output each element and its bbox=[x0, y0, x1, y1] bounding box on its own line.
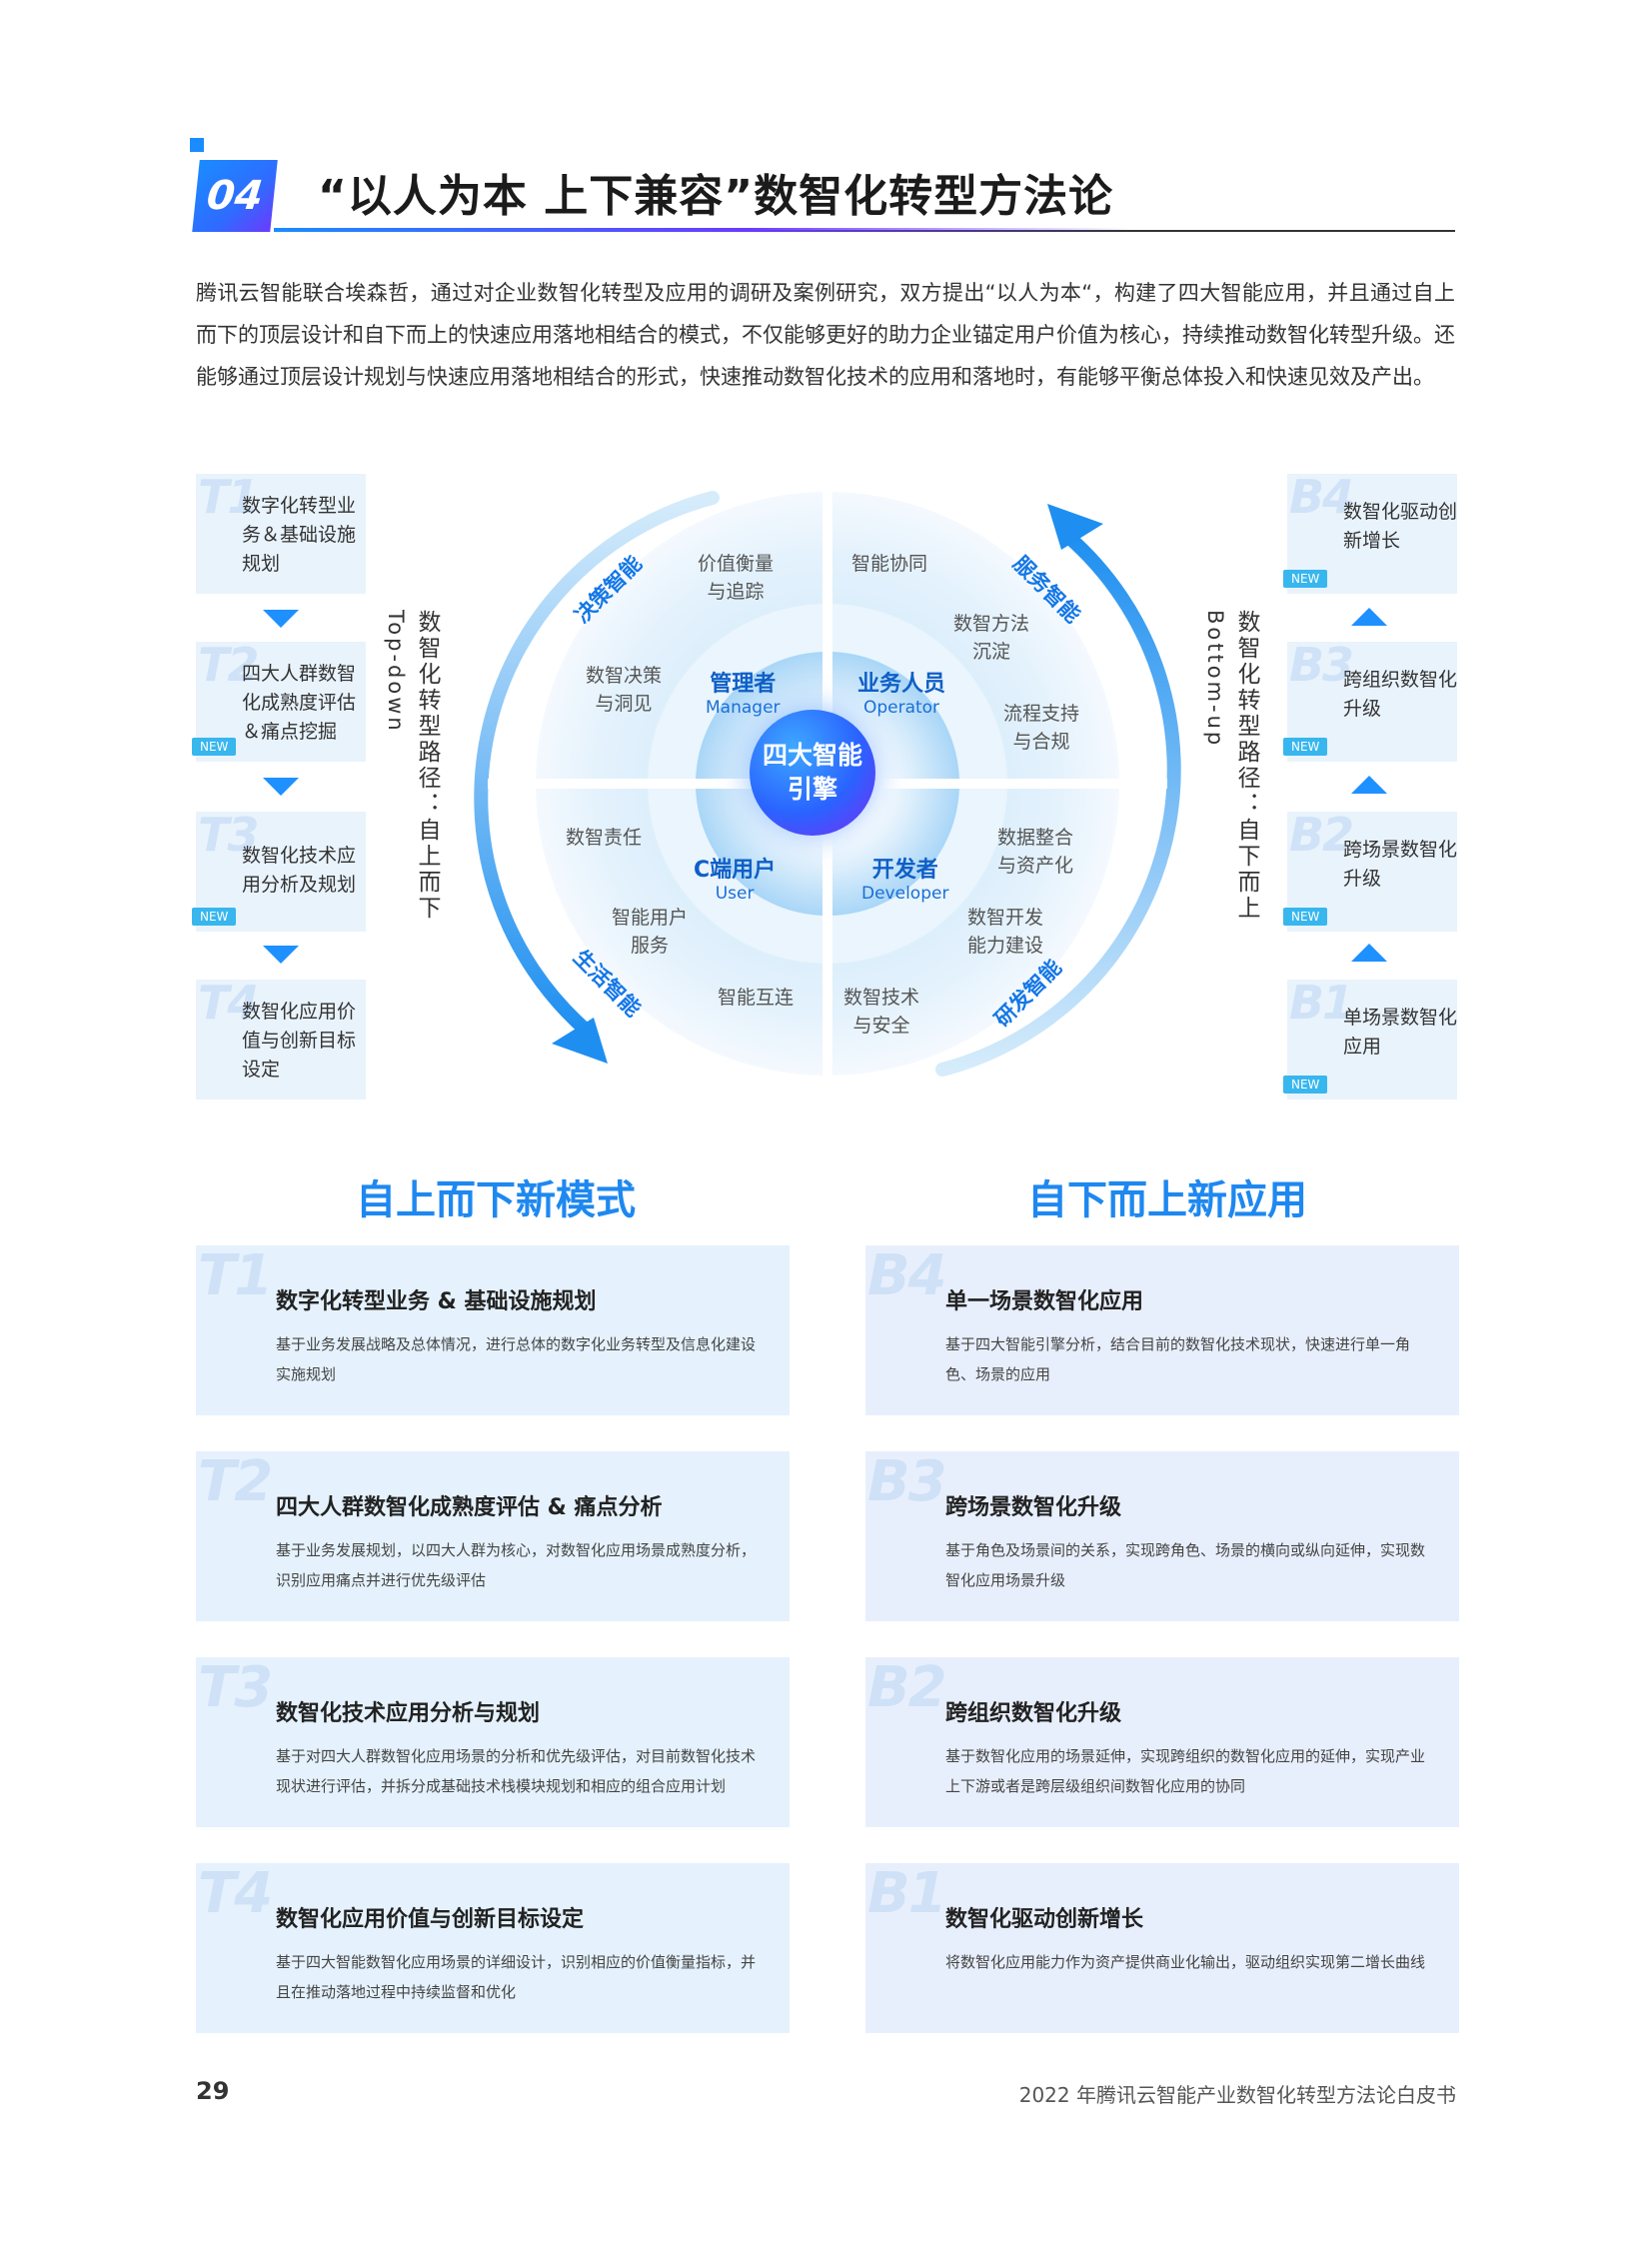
card-code: B1 bbox=[867, 1861, 947, 1926]
card-desc: 基于角色及场景间的关系，实现跨角色、场景的横向或纵向延伸，实现数智化应用场景升级 bbox=[945, 1541, 1426, 1589]
arrow-down-icon bbox=[263, 778, 299, 796]
right-path-label-cn: 数智化转型路径：自下而上 bbox=[1233, 610, 1259, 922]
step-code: B2 bbox=[1289, 808, 1354, 862]
step-code: T2 bbox=[198, 638, 259, 692]
card-code: T2 bbox=[198, 1449, 273, 1514]
card-code: B3 bbox=[867, 1449, 947, 1514]
four-engine-wheel: 决策智能 服务智能 生活智能 研发智能 价值衡量与追踪 数智决策与洞见 智能协同… bbox=[448, 444, 1207, 1123]
section-title: “以人为本 上下兼容”数智化转型方法论 bbox=[318, 171, 1114, 222]
step-text: 四大人群数智化成熟度评估＆痛点挖掘 bbox=[242, 663, 357, 743]
wheel-item: 价值衡量与追踪 bbox=[698, 553, 775, 603]
wheel-item: 智能用户服务 bbox=[612, 907, 689, 957]
card-t4: T4 数智化应用价值与创新目标设定 基于四大智能数智化应用场景的详细设计，识别相… bbox=[196, 1861, 790, 2033]
card-code: B4 bbox=[867, 1243, 947, 1308]
step-code: T3 bbox=[198, 808, 259, 862]
step-text: 数智化技术应用分析及规划 bbox=[242, 845, 357, 896]
right-step-b1: B1 单场景数智化应用 NEW bbox=[1283, 976, 1457, 1100]
card-b2: B2 跨组织数智化升级 基于数智化应用的场景延伸，实现跨组织的数智化应用的延伸，… bbox=[865, 1655, 1459, 1827]
card-title: 数字化转型业务 & 基础设施规划 bbox=[276, 1289, 597, 1314]
wheel-item: 流程支持与合规 bbox=[1003, 703, 1080, 753]
card-desc: 基于对四大人群数智化应用场景的分析和优先级评估，对目前数智化技术现状进行评估，并… bbox=[276, 1747, 757, 1795]
section-badge-corner bbox=[190, 138, 204, 152]
page-number: 29 bbox=[196, 2077, 230, 2105]
card-code: B2 bbox=[867, 1655, 947, 1720]
new-tag: NEW bbox=[1283, 738, 1328, 756]
card-desc: 基于业务发展规划，以四大人群为核心，对数智化应用场景成熟度分析，识别应用痛点并进… bbox=[276, 1541, 757, 1589]
card-desc: 将数智化应用能力作为资产提供商业化输出，驱动组织实现第二增长曲线 bbox=[945, 1953, 1426, 1971]
card-code: T1 bbox=[198, 1243, 273, 1308]
wheel-item: 数智技术与安全 bbox=[843, 987, 920, 1037]
card-t3: T3 数智化技术应用分析与规划 基于对四大人群数智化应用场景的分析和优先级评估，… bbox=[196, 1655, 790, 1827]
document-title: 2022 年腾讯云智能产业数智化转型方法论白皮书 bbox=[1018, 2083, 1456, 2107]
wheel-item: 数据整合与资产化 bbox=[997, 827, 1074, 877]
card-desc: 基于四大智能引擎分析，结合目前的数智化技术现状，快速进行单一角色、场景的应用 bbox=[945, 1335, 1411, 1383]
new-tag: NEW bbox=[192, 738, 237, 756]
card-title: 四大人群数智化成熟度评估 & 痛点分析 bbox=[276, 1495, 663, 1520]
left-step-t2: T2 四大人群数智化成熟度评估＆痛点挖掘 NEW bbox=[192, 638, 366, 762]
left-path-label-cn: 数智化转型路径：自上而下 bbox=[414, 610, 440, 922]
step-code: B3 bbox=[1289, 638, 1354, 692]
card-title: 数智化应用价值与创新目标设定 bbox=[276, 1907, 585, 1932]
left-step-t4: T4 数智化应用价值与创新目标设定 bbox=[196, 976, 366, 1100]
card-t1: T1 数字化转型业务 & 基础设施规划 基于业务发展战略及总体情况，进行总体的数… bbox=[196, 1243, 790, 1415]
card-desc: 基于四大智能数智化应用场景的详细设计，识别相应的价值衡量指标，并且在推动落地过程… bbox=[276, 1953, 757, 2001]
step-code: B4 bbox=[1289, 470, 1354, 524]
left-mode-heading: 自上而下新模式 bbox=[356, 1177, 636, 1223]
engine-core: 四大智能 引擎 bbox=[750, 710, 875, 836]
card-desc: 基于数智化应用的场景延伸，实现跨组织的数智化应用的延伸，实现产业上下游或者是跨层… bbox=[945, 1747, 1426, 1795]
step-text: 单场景数智化应用 bbox=[1343, 1007, 1458, 1058]
new-tag: NEW bbox=[1283, 908, 1328, 926]
arrow-up-icon bbox=[1351, 944, 1387, 962]
left-path-label-en: Top-down bbox=[384, 610, 408, 734]
left-step-t1: T1 数字化转型业务＆基础设施规划 bbox=[196, 470, 366, 594]
card-b1: B1 数智化驱动创新增长 将数智化应用能力作为资产提供商业化输出，驱动组织实现第… bbox=[865, 1861, 1459, 2033]
step-code: T4 bbox=[198, 976, 259, 1030]
card-code: T3 bbox=[198, 1655, 273, 1720]
step-text: 数智化驱动创新增长 bbox=[1343, 501, 1458, 552]
step-code: T1 bbox=[198, 470, 259, 524]
new-tag: NEW bbox=[1283, 570, 1328, 588]
wheel-item: 数智责任 bbox=[566, 827, 643, 849]
card-title: 数智化技术应用分析与规划 bbox=[276, 1701, 541, 1726]
step-text: 数字化转型业务＆基础设施规划 bbox=[242, 495, 357, 575]
left-step-t3: T3 数智化技术应用分析及规划 NEW bbox=[192, 808, 366, 932]
new-tag: NEW bbox=[192, 908, 237, 926]
card-b4: B4 单一场景数智化应用 基于四大智能引擎分析，结合目前的数智化技术现状，快速进… bbox=[865, 1243, 1459, 1415]
card-title: 跨组织数智化升级 bbox=[945, 1701, 1122, 1726]
card-t2: T2 四大人群数智化成熟度评估 & 痛点分析 基于业务发展规划，以四大人群为核心… bbox=[196, 1449, 790, 1621]
step-text: 跨场景数智化升级 bbox=[1343, 839, 1458, 890]
step-text: 数智化应用价值与创新目标设定 bbox=[242, 1001, 357, 1081]
card-title: 单一场景数智化应用 bbox=[945, 1289, 1144, 1314]
step-code: B1 bbox=[1289, 976, 1354, 1030]
right-step-b2: B2 跨场景数智化升级 NEW bbox=[1283, 808, 1457, 932]
wheel-item: 智能协同 bbox=[851, 553, 928, 575]
right-step-b4: B4 数智化驱动创新增长 NEW bbox=[1283, 470, 1457, 594]
card-title: 数智化驱动创新增长 bbox=[945, 1907, 1144, 1932]
wheel-item: 数智方法沉淀 bbox=[953, 613, 1030, 663]
right-path-label-en: Bottom-up bbox=[1203, 610, 1227, 749]
section-number-badge: 04 bbox=[192, 160, 278, 232]
intro-paragraph: 腾讯云智能联合埃森哲，通过对企业数智化转型及应用的调研及案例研究，双方提出“以人… bbox=[196, 281, 1455, 389]
wheel-item: 智能互连 bbox=[718, 987, 795, 1009]
arrow-down-icon bbox=[263, 610, 299, 628]
card-code: T4 bbox=[198, 1861, 273, 1926]
card-title: 跨场景数智化升级 bbox=[945, 1495, 1122, 1520]
wheel-item: 数智决策与洞见 bbox=[586, 665, 663, 715]
step-text: 跨组织数智化升级 bbox=[1343, 669, 1458, 720]
right-mode-heading: 自下而上新应用 bbox=[1027, 1177, 1307, 1223]
new-tag: NEW bbox=[1283, 1076, 1328, 1094]
arrow-up-icon bbox=[1351, 776, 1387, 794]
card-b3: B3 跨场景数智化升级 基于角色及场景间的关系，实现跨角色、场景的横向或纵向延伸… bbox=[865, 1449, 1459, 1621]
arrow-down-icon bbox=[263, 946, 299, 964]
card-desc: 基于业务发展战略及总体情况，进行总体的数字化业务转型及信息化建设实施规划 bbox=[276, 1335, 757, 1383]
arrow-up-icon bbox=[1351, 608, 1387, 626]
wheel-item: 数智开发能力建设 bbox=[967, 907, 1044, 957]
right-step-b3: B3 跨组织数智化升级 NEW bbox=[1283, 638, 1457, 762]
title-rule-accent bbox=[274, 228, 1133, 232]
